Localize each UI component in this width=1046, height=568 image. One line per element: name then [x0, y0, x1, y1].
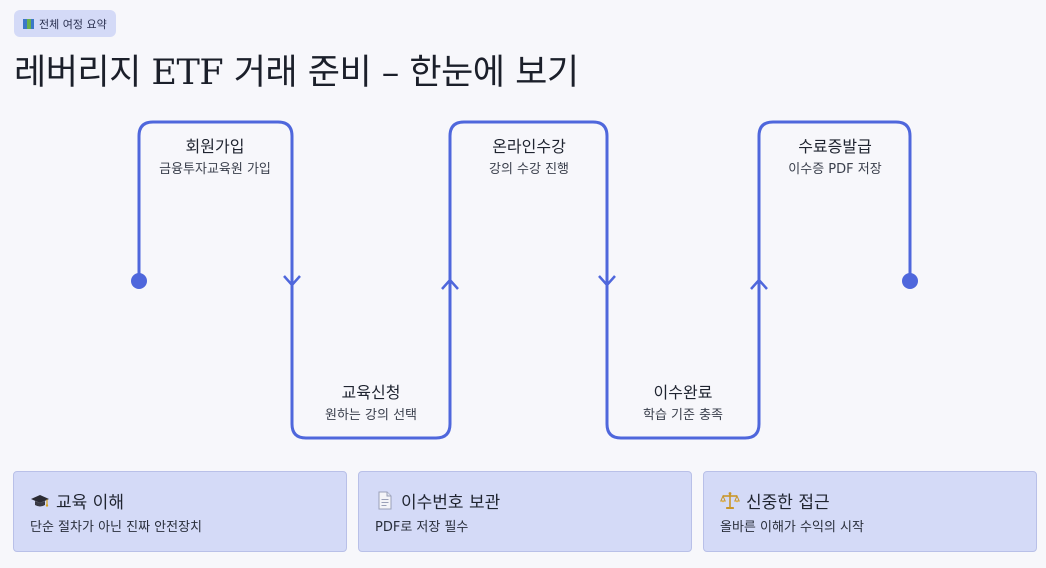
card-title: 이수번호 보관 — [401, 493, 501, 513]
step-title: 수료증발급 — [798, 137, 872, 156]
document-icon — [375, 491, 395, 511]
step-title: 교육신청 — [341, 383, 401, 402]
step-subtitle: 원하는 강의 선택 — [325, 408, 417, 423]
journey-line — [137, 120, 912, 440]
step-title: 온라인수강 — [492, 137, 566, 156]
badge-label: 전체 여정 요약 — [39, 17, 107, 31]
step-title: 이수완료 — [653, 383, 713, 402]
arrow-down-icon — [598, 275, 616, 287]
scales-icon — [720, 491, 740, 511]
card-subtitle: PDF로 저장 필수 — [375, 520, 469, 535]
step-online-course: 온라인수강 강의 수강 진행 — [429, 136, 629, 180]
arrow-up-icon — [750, 278, 768, 290]
graduation-cap-icon — [30, 491, 50, 511]
card-title: 교육 이해 — [56, 493, 124, 513]
journey-path — [131, 120, 918, 440]
step-subtitle: 강의 수강 진행 — [488, 162, 570, 177]
step-subtitle: 이수증 PDF 저장 — [788, 162, 882, 177]
step-subtitle: 금융투자교육원 가입 — [159, 162, 271, 177]
card-subtitle: 단순 절차가 아닌 진짜 안전장치 — [30, 520, 203, 535]
card-certificate-number: 이수번호 보관 PDF로 저장 필수 — [358, 471, 692, 552]
arrow-up-icon — [441, 278, 459, 290]
card-title: 신중한 접근 — [746, 493, 830, 513]
step-complete: 이수완료 학습 기준 충족 — [583, 382, 783, 426]
card-careful-approach: 신중한 접근 올바른 이해가 수익의 시작 — [703, 471, 1037, 552]
step-title: 회원가입 — [185, 137, 245, 156]
card-education: 교육 이해 단순 절차가 아닌 진짜 안전장치 — [13, 471, 347, 552]
map-icon — [23, 18, 34, 29]
step-signup: 회원가입 금융투자교육원 가입 — [115, 136, 315, 180]
step-apply: 교육신청 원하는 강의 선택 — [271, 382, 471, 426]
card-subtitle: 올바른 이해가 수익의 시작 — [720, 520, 864, 535]
step-subtitle: 학습 기준 충족 — [642, 408, 724, 423]
page-title: 레버리지 ETF 거래 준비 – 한눈에 보기 — [14, 53, 579, 93]
end-dot — [902, 273, 918, 289]
start-dot — [131, 273, 147, 289]
step-certificate: 수료증발급 이수증 PDF 저장 — [735, 136, 935, 180]
arrow-down-icon — [283, 275, 301, 287]
section-badge: 전체 여정 요약 — [14, 10, 116, 37]
